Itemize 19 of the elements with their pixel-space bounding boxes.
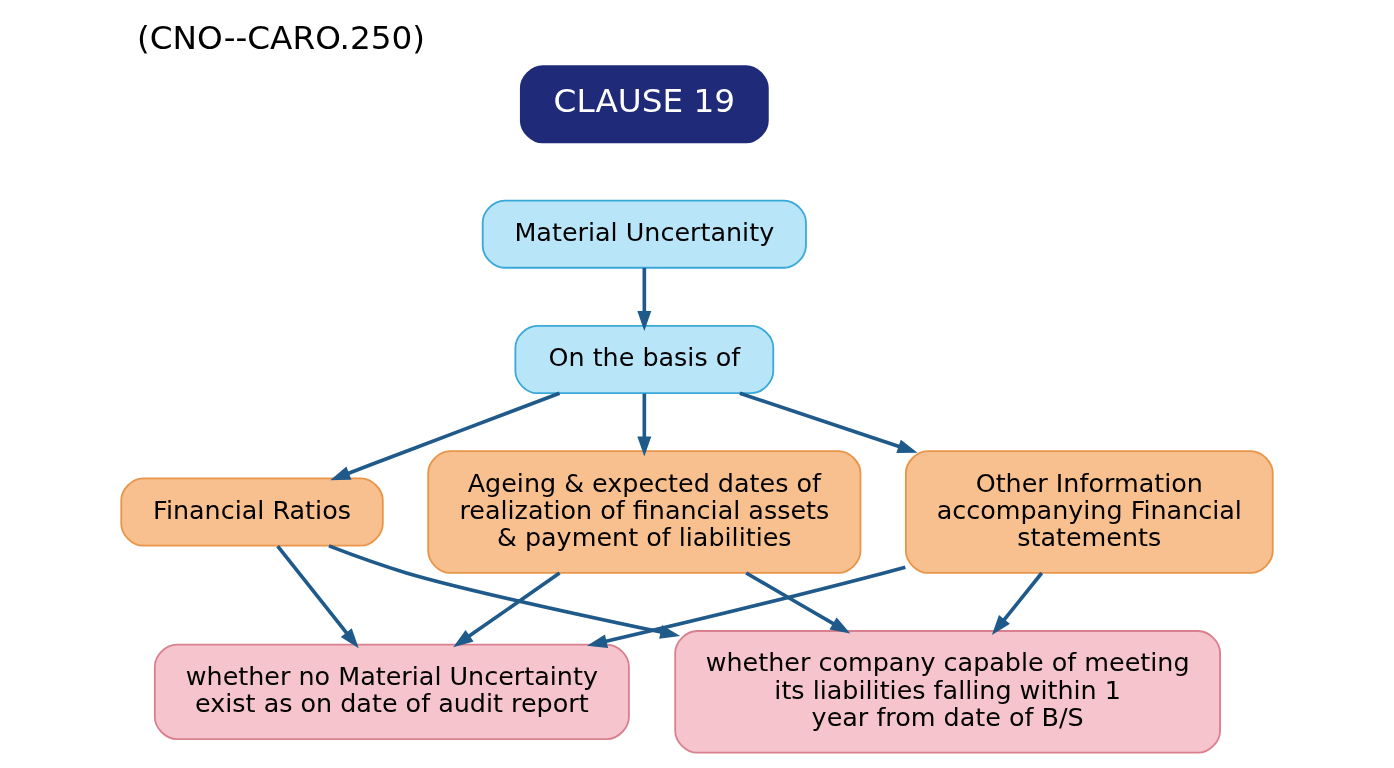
node-box: whether no Material Uncertainty exist as on date of audit report [153,643,630,740]
arrow [991,571,1044,635]
node-box: CLAUSE 19 [519,65,769,144]
arrow [328,544,681,639]
arrow [587,565,906,649]
node-box: Material Uncertanity [481,199,807,269]
arrow [330,391,561,481]
diagram-title: (CNO--CARO.250) [137,18,426,57]
arrow [637,267,652,331]
node-box: On the basis of [514,324,775,394]
arrow [276,545,359,649]
arrow [453,571,561,648]
arrow [637,393,652,457]
arrow [739,391,918,454]
node-box: Financial Ratios [120,477,384,547]
node-box: Ageing & expected dates of realization of financial assets & payment of liabilities [427,450,862,574]
node-box: Other Information accompanying Financial statements [904,450,1274,574]
arrow [745,571,851,634]
node-box: whether company capable of meeting its liabilities falling within 1 year from date of B/S [674,630,1221,754]
